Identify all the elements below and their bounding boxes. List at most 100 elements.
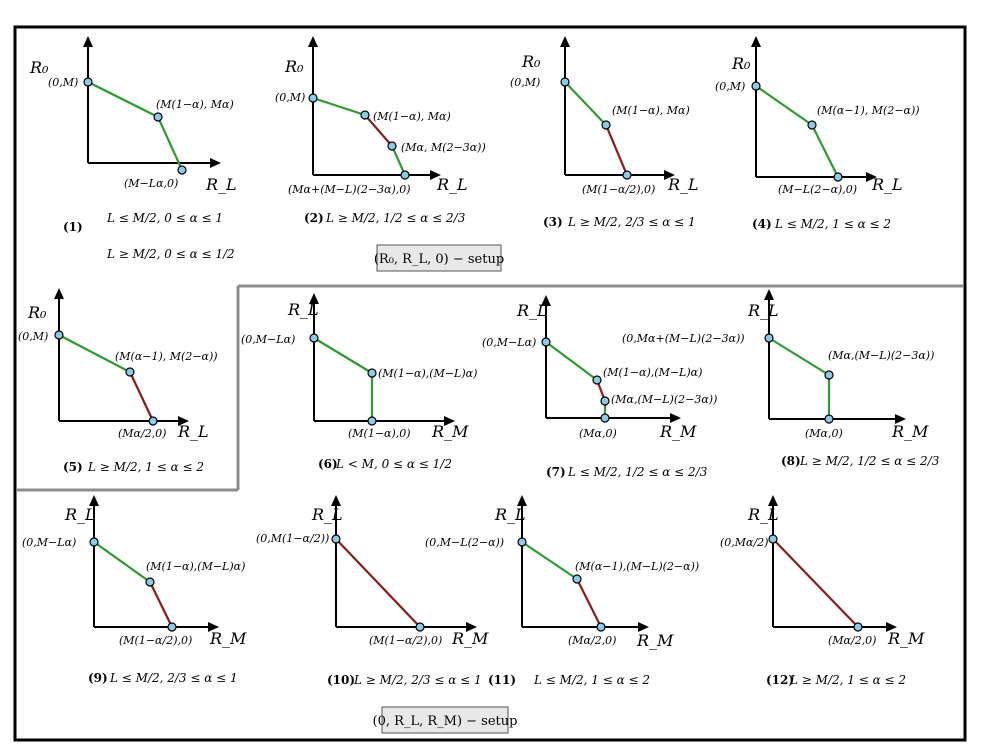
y-axis-label: R₀ [284,57,304,76]
x-axis-label: R_L [205,175,237,194]
panel-number: (2) [304,211,324,225]
panel-number: (1) [63,220,83,234]
x-axis-label: R_L [871,175,903,194]
y-axis-label: R_L [64,505,96,524]
x-axis-arrow-icon [430,170,441,180]
point-label: (0,M) [275,91,305,104]
boundary-segment [312,96,366,117]
panel-number: (5) [63,460,83,474]
y-axis-label: R₀ [521,52,541,71]
panel-7: R_LR_M(0,M−Lα)(M(1−α),(M−L)α)(Mα,(M−L)(2… [482,295,717,479]
corner-point [751,81,761,91]
setup-divider [17,284,963,492]
condition-text: L ≥ M/2, 2/3 ≤ α ≤ 1 [567,215,696,229]
x-axis-label: R_L [667,175,699,194]
corner-point [148,416,158,426]
panel-number: (3) [543,215,563,229]
boundary-segment [545,341,598,381]
panel-9: R_LR_M(0,M−Lα)(M(1−α),(M−L)α)(M(1−α/2),0… [22,495,247,685]
point-label: (M(1−α/2),0) [582,183,655,196]
y-axis-arrow-icon [309,293,319,304]
boundary-segment [364,114,393,147]
setup-label-bottom: (0, R_L, R_M) − setup [373,706,517,734]
condition-text: L ≥ M/2, 1 ≤ α ≤ 2 [789,673,906,687]
corner-point [54,330,64,340]
point-label: (M(1−α),0) [348,427,411,440]
setup-top-text: (R₀, R_L, 0) − setup [374,252,504,267]
x-axis-arrow-icon [670,413,681,423]
y-axis-arrow-icon [768,495,778,506]
boundary-segment [811,124,839,178]
corner-point [764,333,774,343]
point-label: (Mα,(M−L)(2−3α)) [828,349,934,362]
point-label: (0,M−L(2−α)) [425,536,504,549]
condition-text: L ≤ M/2, 0 ≤ α ≤ 1 [106,211,223,225]
x-axis-arrow-icon [444,416,455,426]
point-label: (Mα/2,0) [118,427,166,440]
point-label: (M(α−1),(M−L)(2−α)) [575,560,699,573]
boundary-segment [58,334,131,373]
boundary-segment [313,337,373,374]
condition-text: L ≥ M/2, 0 ≤ α ≤ 1/2 [106,247,235,261]
point-label: (0,M−Lα) [22,536,76,549]
y-axis-label: R_L [287,300,319,319]
boundary-segment [564,81,607,126]
boundary-segment [149,581,173,628]
panel-8: R_LR_M(0,Mα+(M−L)(2−3α))(Mα,(M−L)(2−3α))… [622,289,940,468]
boundary-segment [772,538,859,628]
corner-point [153,112,163,122]
panel-6: R_LR_M(0,M−Lα)(M(1−α),(M−L)α)(M(1−α),0)(… [241,293,477,471]
x-axis-label: R_L [436,175,468,194]
boundary-segment [93,541,151,583]
corner-point [601,120,611,130]
x-axis-arrow-icon [208,622,219,632]
boundary-segment [576,578,602,628]
y-axis-arrow-icon [331,495,341,506]
panel-number: (10) [327,673,355,687]
y-axis-arrow-icon [83,36,93,47]
x-axis-arrow-icon [638,622,649,632]
corner-point [145,577,155,587]
boundary-segment [156,116,184,171]
point-label: (Mα/2,0) [568,634,616,647]
point-label: (M−L(2−α),0) [778,183,857,196]
y-axis-arrow-icon [517,495,527,506]
point-label: (M(1−α), Mα) [612,104,690,117]
boundary-segment [390,145,407,176]
condition-text: L ≤ M/2, 1 ≤ α ≤ 2 [774,217,891,231]
condition-text: L ≥ M/2, 2/3 ≤ α ≤ 1 [353,673,482,687]
point-label: (Mα/2,0) [828,634,876,647]
corner-point [592,375,602,385]
boundary-segment [335,538,421,628]
y-axis-label: R_L [747,505,779,524]
point-label: (Mα,0) [805,427,843,440]
corner-point [600,413,610,423]
point-label: (M(1−α), Mα) [156,98,234,111]
setup-label-top: (R₀, R_L, 0) − setup [374,244,504,272]
corner-point [415,622,425,632]
corner-point [541,337,551,347]
corner-point [596,622,606,632]
point-label: (0,M−Lα) [241,333,295,346]
point-label: (M(α−1), M(2−α)) [115,350,218,363]
corner-point [807,120,817,130]
point-label: (0,M) [510,76,540,89]
point-label: (Mα, M(2−3α)) [401,141,486,154]
point-label: (Mα,(M−L)(2−3α)) [611,393,717,406]
point-label: (0,Mα+(M−L)(2−3α)) [622,332,745,345]
boundary-segment [755,85,813,126]
x-axis-label: R_L [177,422,209,441]
point-label: (M(α−1), M(2−α)) [817,104,920,117]
x-axis-label: R_M [659,422,697,441]
panel-10: R_LR_M(0,M(1−α/2))(M(1−α/2),0)(10)L ≥ M/… [256,495,489,687]
panel-number: (7) [546,465,566,479]
x-axis-arrow-icon [886,622,897,632]
corner-point [572,574,582,584]
panel-12: R_LR_M(0,Mα/2)(Mα/2,0)(12)L ≥ M/2, 1 ≤ α… [720,495,925,687]
corner-point [853,622,863,632]
corner-point [367,368,377,378]
y-axis-arrow-icon [751,36,761,47]
point-label: (0,Mα/2) [720,536,768,549]
corner-point [89,537,99,547]
